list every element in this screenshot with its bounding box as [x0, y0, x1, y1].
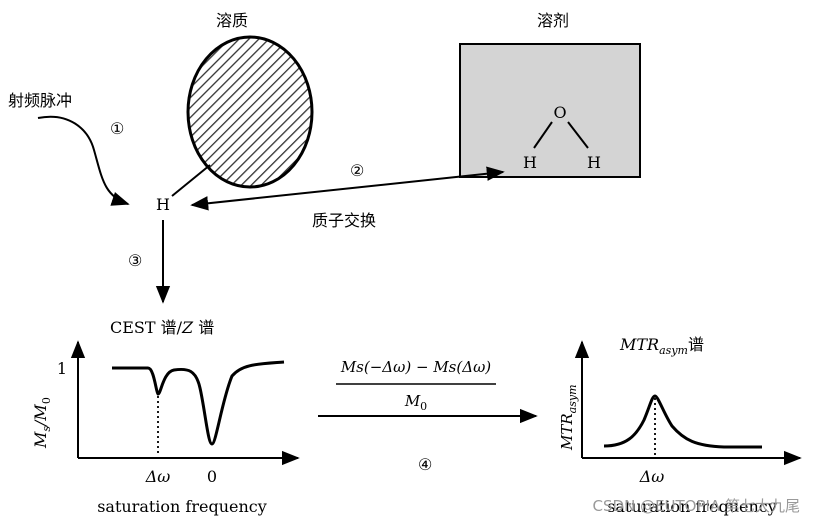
mtr-y-axis-label: MTRasym [558, 384, 579, 451]
step-4-marker: ④ [418, 455, 432, 474]
mtr-x-tick-dw: Δω [639, 467, 665, 486]
rf-pulse-arrow [37, 115, 130, 206]
mtr-asym-curve [603, 394, 762, 449]
solute-bond [171, 164, 211, 197]
exchange-arrow [190, 166, 505, 211]
mtr-plot-title: MTRasym谱 [619, 335, 704, 357]
step-1-marker: ① [110, 119, 124, 138]
mtr-x-axis-label: saturation frequency [607, 497, 777, 516]
step-3-marker: ③ [128, 251, 142, 270]
water-hydrogen-right: H [587, 153, 601, 172]
solute-label: 溶质 [216, 11, 248, 30]
cest-x-tick-dw: Δω [145, 467, 171, 486]
step-2-marker: ② [350, 161, 364, 180]
solute-proton: H [156, 195, 170, 214]
cest-y-tick-1: 1 [57, 359, 67, 378]
water-hydrogen-left: H [523, 153, 537, 172]
solvent-box [459, 43, 641, 178]
cest-z-spectrum-curve [112, 360, 285, 446]
water-bond-left [533, 121, 553, 149]
csdn-watermark: CSDN @EUTOPIA 第七大九尾 [593, 497, 800, 515]
cest-x-axis-label: saturation frequency [97, 497, 267, 516]
water-oxygen: O [553, 103, 566, 122]
rf-pulse-label: 射频脉冲 [8, 91, 72, 110]
solute-molecule [186, 35, 314, 189]
formula-denominator: M0 [404, 392, 427, 413]
water-bond-right [567, 121, 589, 149]
solvent-label: 溶剂 [537, 11, 569, 30]
exchange-label: 质子交换 [312, 211, 376, 230]
cest-y-axis-label: Ms/M0 [31, 397, 53, 449]
cest-x-tick-0: 0 [207, 467, 217, 486]
cest-plot-title: CEST 谱/Z 谱 [110, 318, 214, 337]
formula-numerator: Ms(−Δω) − Ms(Δω) [340, 358, 491, 376]
